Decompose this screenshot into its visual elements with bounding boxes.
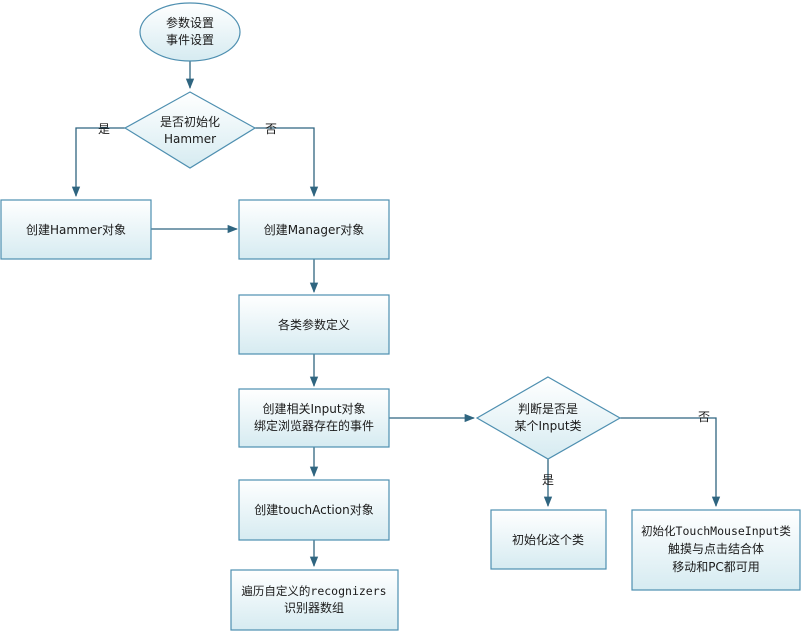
edge-label-input-yes: 是 [542, 473, 554, 487]
node-traverse-line1: 遍历自定义的recognizers [241, 584, 386, 598]
node-init-touchmouse-line1: 初始化TouchMouseInput类 [641, 524, 791, 538]
node-start: 参数设置 事件设置 [139, 2, 241, 62]
node-create-touchaction-text: 创建touchAction对象 [254, 503, 373, 517]
node-traverse: 遍历自定义的recognizers 识别器数组 [230, 569, 399, 631]
node-init-class-text: 初始化这个类 [512, 532, 584, 547]
edge-decision-input-no [620, 417, 721, 508]
node-create-hammer-text: 创建Hammer对象 [26, 223, 126, 237]
node-create-input-line2: 绑定浏览器存在的事件 [254, 418, 374, 433]
node-decision-init: 是否初始化 Hammer [123, 91, 257, 169]
node-create-input: 创建相关Input对象 绑定浏览器存在的事件 [238, 388, 390, 448]
node-start-line1: 参数设置 [166, 15, 214, 30]
node-init-touchmouse-line2: 触摸与点击结合体 [668, 541, 764, 556]
node-start-line2: 事件设置 [166, 33, 214, 47]
edge-decision-yes [71, 127, 125, 198]
edge-label-init-no: 否 [265, 122, 277, 136]
node-define-params-text: 各类参数定义 [278, 317, 350, 332]
node-traverse-line2: 识别器数组 [284, 600, 344, 615]
node-decision-input-line1: 判断是否是 [518, 401, 578, 416]
edge-label-init-yes: 是 [98, 122, 110, 136]
node-create-hammer: 创建Hammer对象 [0, 199, 152, 260]
node-decision-init-line1: 是否初始化 [160, 115, 220, 129]
node-init-touchmouse-line3: 移动和PC都可用 [672, 560, 760, 574]
node-define-params: 各类参数定义 [238, 294, 390, 355]
node-init-class: 初始化这个类 [490, 509, 607, 570]
edges [71, 61, 721, 568]
edge-decision-no [255, 127, 319, 198]
node-decision-init-line2: Hammer [164, 132, 216, 146]
node-create-manager-text: 创建Manager对象 [264, 223, 365, 237]
node-create-manager: 创建Manager对象 [238, 199, 390, 260]
node-init-touchmouse: 初始化TouchMouseInput类 触摸与点击结合体 移动和PC都可用 [631, 509, 801, 591]
node-decision-input-line2: 某个Input类 [514, 419, 581, 433]
edge-label-input-no: 否 [698, 410, 710, 424]
node-create-input-line1: 创建相关Input对象 [262, 402, 365, 416]
node-create-touchaction: 创建touchAction对象 [238, 479, 390, 541]
node-decision-input: 判断是否是 某个Input类 [475, 376, 622, 460]
